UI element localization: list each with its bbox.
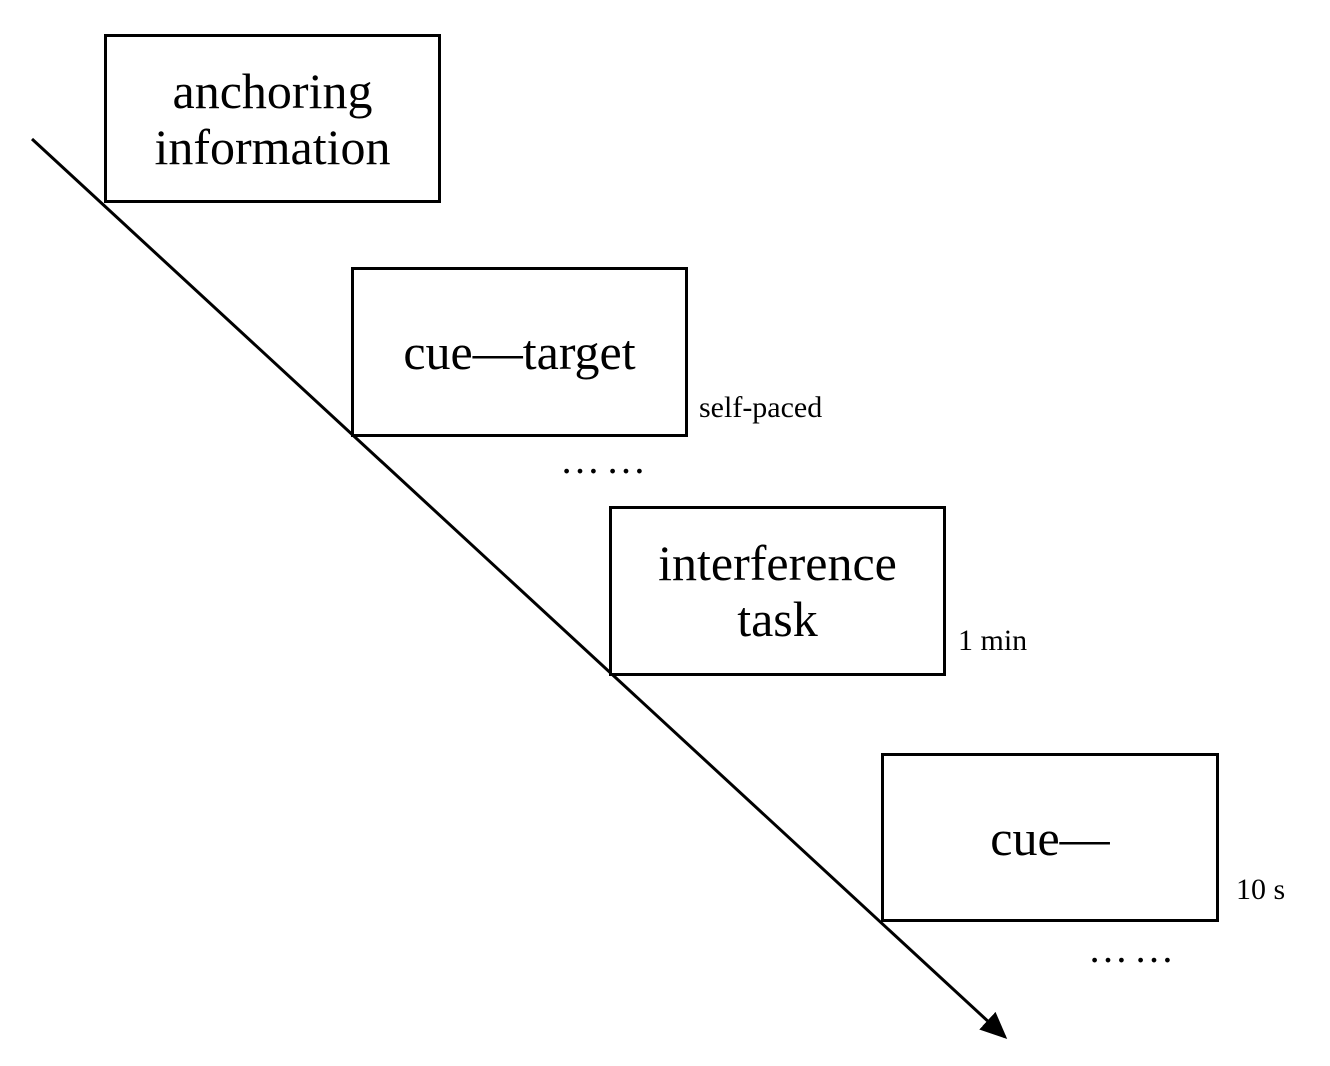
stage-box-cue-target: cue—target <box>351 267 688 437</box>
ellipsis-repeat-indicator: …… <box>560 437 652 482</box>
stage-box-interference-task: interference task <box>609 506 946 676</box>
stage-label-line: cue— <box>990 809 1110 866</box>
duration-label-10-s: 10 s <box>1236 873 1286 906</box>
ellipsis-repeat-indicator: …… <box>1088 926 1180 971</box>
stage-box-cue: cue— <box>881 753 1219 922</box>
stage-label-line: interference <box>658 535 897 591</box>
duration-label-self-paced: self-paced <box>699 391 823 424</box>
duration-label-1-min: 1 min <box>958 624 1028 657</box>
stage-label-line: cue—target <box>403 324 636 380</box>
stage-label-line: task <box>737 591 818 647</box>
stage-box-anchoring-information: anchoring information <box>104 34 441 203</box>
stage-label-line: information <box>154 118 391 175</box>
timeline-line <box>30 137 1008 1040</box>
stage-label-line: anchoring <box>172 62 373 119</box>
